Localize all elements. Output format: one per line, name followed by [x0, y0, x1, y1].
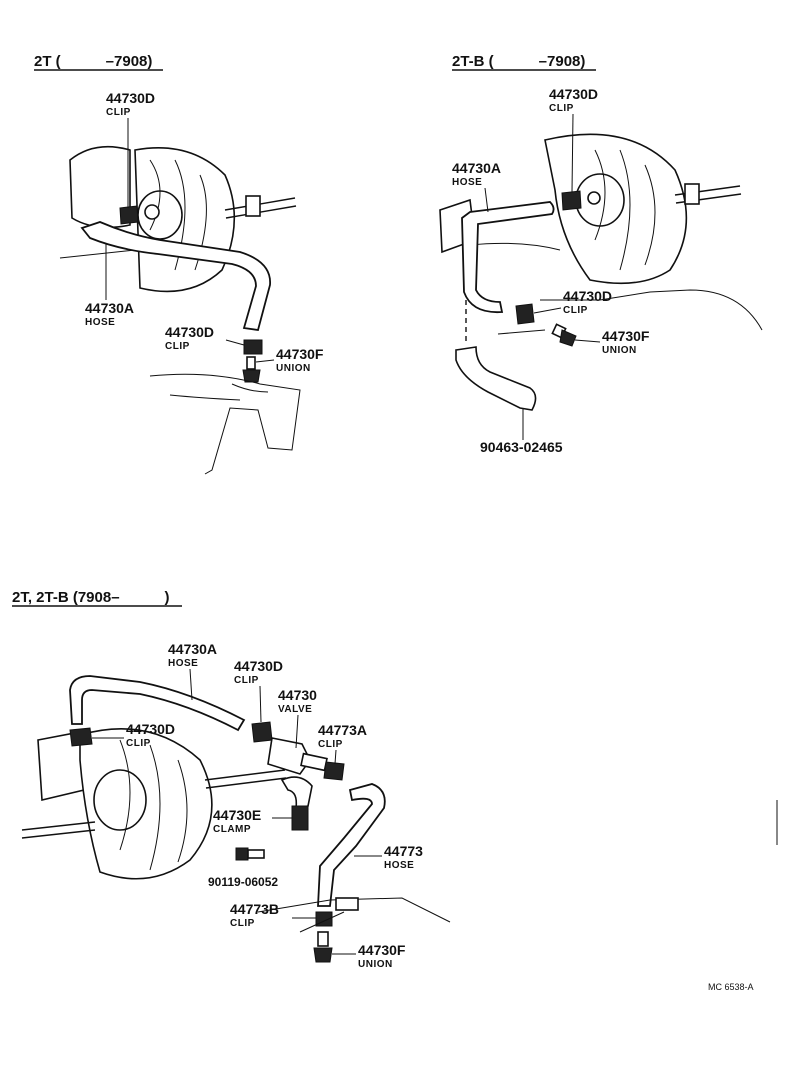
vacuum-hose-upper — [69, 675, 246, 732]
section-title: 2T-B ( –7908) — [452, 53, 585, 70]
union-fitting — [551, 323, 577, 347]
svg-text:44773B: 44773B — [230, 901, 279, 917]
svg-text:HOSE: HOSE — [384, 860, 414, 871]
vacuum-hose — [461, 201, 555, 314]
manifold-boss — [335, 897, 359, 911]
section-2t-b: 2T-B ( –7908) 44730D CLIP — [439, 53, 763, 455]
hose-clip — [69, 727, 93, 747]
intake-manifold — [497, 289, 763, 335]
union-fitting — [313, 931, 333, 963]
callout-90119-06052: 90119-06052 — [208, 875, 278, 889]
svg-text:44730A: 44730A — [452, 160, 501, 176]
callout-44730a-hose: 44730A HOSE — [85, 244, 134, 328]
hose-clip — [515, 303, 535, 325]
section-2t: 2T ( –7908) 44730D — [34, 53, 324, 475]
svg-text:44773: 44773 — [384, 843, 423, 859]
svg-text:44730D: 44730D — [234, 658, 283, 674]
brake-booster — [21, 728, 287, 880]
svg-text:CLIP: CLIP — [165, 341, 190, 352]
hose-clip — [323, 761, 345, 781]
svg-text:CLIP: CLIP — [230, 918, 255, 929]
svg-text:HOSE: HOSE — [452, 177, 482, 188]
callout-44730f-union: 44730F UNION — [332, 942, 406, 970]
union-fitting — [242, 356, 261, 383]
svg-text:44730E: 44730E — [213, 807, 261, 823]
hose-bracket — [455, 346, 537, 411]
valve-fitting — [587, 191, 601, 205]
callout-44773-hose: 44773 HOSE — [354, 843, 423, 871]
callout-44730-valve: 44730 VALVE — [278, 687, 317, 749]
callout-44730a-hose: 44730A HOSE — [452, 160, 501, 213]
svg-text:44730D: 44730D — [549, 86, 598, 102]
svg-text:44773A: 44773A — [318, 722, 367, 738]
callout-44730f-union: 44730F UNION — [574, 328, 650, 356]
svg-text:CLIP: CLIP — [549, 103, 574, 114]
svg-text:44730: 44730 — [278, 687, 317, 703]
callout-44730a-hose: 44730A HOSE — [168, 641, 217, 701]
svg-text:CLIP: CLIP — [126, 738, 151, 749]
svg-text:HOSE: HOSE — [85, 317, 115, 328]
bolt — [235, 847, 265, 861]
intake-manifold — [257, 897, 451, 933]
callout-44730d-clip-lower: 44730D CLIP — [165, 324, 245, 352]
svg-text:HOSE: HOSE — [168, 658, 198, 669]
svg-text:44730F: 44730F — [276, 346, 324, 362]
check-valve — [267, 737, 328, 775]
svg-text:44730D: 44730D — [106, 90, 155, 106]
svg-text:CLIP: CLIP — [234, 675, 259, 686]
section-title: 2T, 2T-B (7908– ) — [12, 589, 170, 606]
valve-clamp — [280, 776, 313, 831]
callout-90463-02465: 90463-02465 — [480, 408, 563, 455]
svg-text:44730D: 44730D — [165, 324, 214, 340]
callout-44730e-clamp: 44730E CLAMP — [213, 807, 292, 835]
callout-44730d-clip: 44730D CLIP — [549, 86, 598, 193]
valve-fitting — [144, 204, 160, 220]
hose-clip — [243, 339, 263, 355]
svg-text:44730A: 44730A — [85, 300, 134, 316]
callout-44730d-clip: 44730D CLIP — [106, 90, 155, 208]
hose-clip — [119, 205, 139, 225]
intake-manifold — [149, 373, 301, 475]
svg-text:CLIP: CLIP — [106, 107, 131, 118]
svg-text:UNION: UNION — [602, 345, 637, 356]
callout-44730f-union: 44730F UNION — [255, 346, 324, 374]
callout-44730d-clip-side: 44730D CLIP — [92, 721, 175, 749]
svg-text:VALVE: VALVE — [278, 704, 312, 715]
callout-44773a-clip: 44773A CLIP — [318, 722, 367, 765]
vacuum-hose — [80, 221, 271, 332]
svg-text:90119-06052: 90119-06052 — [208, 875, 278, 889]
svg-text:44730F: 44730F — [358, 942, 406, 958]
hose-clip — [561, 190, 582, 211]
section-title: 2T ( –7908) — [34, 53, 152, 70]
svg-text:UNION: UNION — [358, 959, 393, 970]
svg-text:44730F: 44730F — [602, 328, 650, 344]
callout-44773b-clip: 44773B CLIP — [230, 901, 316, 929]
svg-text:CLIP: CLIP — [563, 305, 588, 316]
section-2t-2t-b-7908: 2T, 2T-B (7908– ) — [12, 589, 451, 970]
brake-booster — [439, 133, 742, 285]
svg-text:44730D: 44730D — [126, 721, 175, 737]
drawing-code: MC 6538-A — [708, 982, 754, 992]
svg-text:90463-02465: 90463-02465 — [480, 439, 563, 455]
vacuum-hose-lower — [317, 783, 386, 907]
svg-text:CLIP: CLIP — [318, 739, 343, 750]
callout-44730d-clip-top: 44730D CLIP — [234, 658, 283, 723]
svg-text:44730A: 44730A — [168, 641, 217, 657]
hose-clip — [251, 721, 273, 743]
svg-text:CLAMP: CLAMP — [213, 824, 251, 835]
svg-text:UNION: UNION — [276, 363, 311, 374]
callout-44730d-clip-lower: 44730D CLIP — [533, 288, 612, 316]
svg-text:44730D: 44730D — [563, 288, 612, 304]
